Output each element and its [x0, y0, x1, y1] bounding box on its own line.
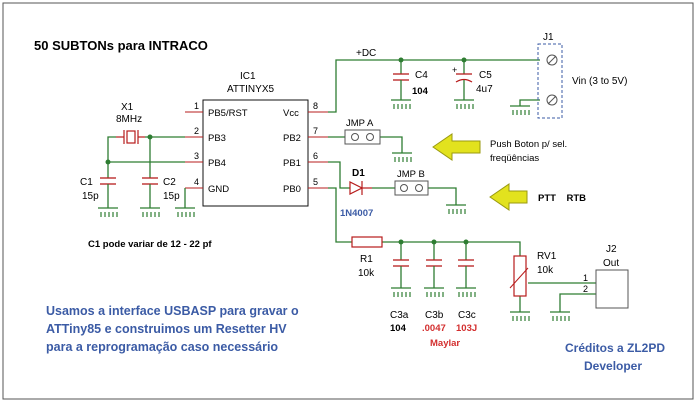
- c3b-value: .0047: [422, 323, 446, 334]
- c3a-value: 104: [390, 323, 407, 334]
- x1-value: 8MHz: [116, 114, 142, 125]
- ic1-pin7-num: 7: [313, 126, 318, 136]
- ic1-pin6-name: PB1: [283, 158, 301, 169]
- r1-ref: R1: [360, 254, 373, 265]
- jumper-a: [344, 129, 381, 145]
- c4-ref: C4: [415, 70, 428, 81]
- ic1-ref: IC1: [240, 71, 256, 82]
- c2-value: 15p: [163, 191, 180, 202]
- ptt-note: PTT RTB: [538, 193, 586, 204]
- capacitor-c2: [142, 177, 158, 185]
- c3c-value: 103J: [456, 323, 477, 334]
- diode-d1: [349, 181, 372, 195]
- j2-pin2: 2: [583, 284, 588, 294]
- c3b-ref: C3b: [425, 310, 444, 321]
- credits-line1: Créditos a ZL2PD: [565, 341, 665, 355]
- push-note-line2: freqüências: [490, 153, 539, 164]
- c4-value: 104: [412, 86, 429, 97]
- arrow-push-button: [432, 133, 481, 161]
- ic1: IC1 ATTINYX5 1 2 3 4 PB5/RST PB3 PB4 GND…: [185, 71, 328, 207]
- c3c-ref: C3c: [458, 310, 476, 321]
- c1-ref: C1: [80, 177, 93, 188]
- ground-symbols: [98, 99, 570, 321]
- ic1-pin6-num: 6: [313, 151, 318, 161]
- c2-ref: C2: [163, 177, 176, 188]
- capacitor-c1: [100, 177, 116, 185]
- x1-ref: X1: [121, 102, 134, 113]
- ic1-pin2-name: PB3: [208, 133, 226, 144]
- info-text-line1: Usamos a interface USBASP para gravar o: [46, 304, 299, 318]
- j2-label: Out: [603, 258, 619, 269]
- r1-value: 10k: [358, 268, 375, 279]
- c5-polarity: +: [452, 65, 457, 75]
- connector-j1: [537, 43, 563, 119]
- arrow-ptt: [489, 183, 528, 211]
- resistor-r1: [351, 236, 383, 248]
- c1-value: 15p: [82, 191, 99, 202]
- ic1-pin7-name: PB2: [283, 133, 301, 144]
- wires: [107, 59, 596, 312]
- c1-note: C1 pode variar de 12 - 22 pf: [88, 239, 212, 250]
- ic1-part: ATTINYX5: [227, 84, 274, 95]
- rv1-value: 10k: [537, 265, 554, 276]
- ic1-pin2-num: 2: [194, 126, 199, 136]
- ic1-pin8-name: Vcc: [283, 108, 299, 119]
- ic1-pin3-name: PB4: [208, 158, 226, 169]
- ic1-pin8-num: 8: [313, 101, 318, 111]
- supply-label: +DC: [356, 48, 376, 59]
- capacitor-c4: [393, 73, 409, 81]
- crystal-x1: [116, 130, 145, 144]
- capacitor-c3c: [458, 259, 474, 267]
- j2-pin1: 1: [583, 273, 588, 283]
- ic1-body: [202, 99, 309, 207]
- d1-ref: D1: [352, 168, 365, 179]
- capacitor-c3b: [426, 259, 442, 267]
- ic1-pin1-name: PB5/RST: [208, 108, 248, 119]
- ic1-pin3-num: 3: [194, 151, 199, 161]
- j1-ref: J1: [543, 32, 554, 43]
- jumper-b: [394, 180, 429, 196]
- c3a-ref: C3a: [390, 310, 409, 321]
- jmp-b-label: JMP B: [397, 169, 425, 180]
- rv1-ref: RV1: [537, 251, 557, 262]
- info-text-line3: para a reprogramação caso necessário: [46, 340, 278, 354]
- diagram-title: 50 SUBTONs para INTRACO: [34, 38, 208, 53]
- connector-j2: [595, 269, 629, 309]
- jmp-a-label: JMP A: [346, 118, 374, 129]
- ic1-pin5-num: 5: [313, 177, 318, 187]
- c5-value: 4u7: [476, 84, 493, 95]
- junction-dots: [105, 57, 469, 245]
- info-text-line2: ATTiny85 e construimos um Resetter HV: [46, 322, 287, 336]
- push-note-line1: Push Boton p/ sel.: [490, 139, 567, 150]
- ic1-pin1-num: 1: [194, 101, 199, 111]
- c5-ref: C5: [479, 70, 492, 81]
- ic1-pin4-name: GND: [208, 184, 229, 195]
- capacitor-c5: [455, 73, 473, 83]
- d1-value: 1N4007: [340, 208, 373, 219]
- credits-line2: Developer: [584, 359, 642, 373]
- j2-ref: J2: [606, 244, 617, 255]
- capacitor-c3a: [393, 259, 409, 267]
- j1-label: Vin (3 to 5V): [572, 76, 627, 87]
- potentiometer-rv1: [509, 255, 529, 297]
- ic1-pin4-num: 4: [194, 177, 199, 187]
- ic1-pin5-name: PB0: [283, 184, 301, 195]
- maylar-note: Maylar: [430, 338, 460, 349]
